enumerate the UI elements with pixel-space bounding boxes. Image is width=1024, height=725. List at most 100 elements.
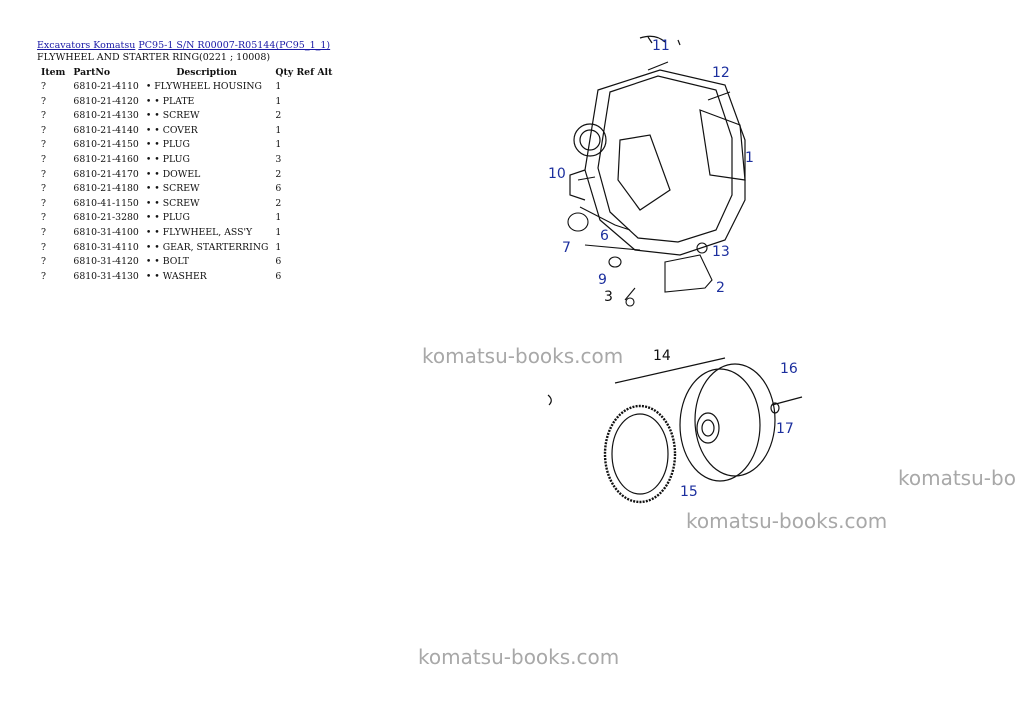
cell-description: • • COVER [145,124,198,136]
callout-label: 11 [652,38,670,54]
cell-partno: 6810-21-4160 [73,153,139,165]
callout-label: 17 [776,421,794,437]
parts-table: Item PartNo Description Qty Ref Alt ? 681… [37,66,336,284]
watermark: komatsu-books.com [686,509,888,533]
cell-description: • • SCREW [145,110,200,122]
callout-labels: 11 12 1 10 7 6 13 9 2 3 14 16 17 15 [548,38,798,500]
col-header-description: Description [176,67,237,78]
cell-partno: 6810-41-1150 [73,197,139,209]
cell-qty: 1 [275,95,282,107]
col-header-ref: Ref [296,67,315,78]
table-row: ? 6810-21-4110 • FLYWHEEL HOUSING 1 [37,80,336,95]
watermark: komatsu-books.com [422,344,624,368]
table-row: ? 6810-21-4160 • • PLUG 3 [37,153,336,168]
cell-description: • • PLUG [145,139,190,151]
cell-description: • • FLYWHEEL, ASS'Y [145,226,253,238]
cell-description: • • GEAR, STARTERRING [145,241,269,253]
watermark: komatsu-bo [898,466,1016,490]
callout-label: 2 [716,280,725,296]
small-parts-drawing [567,61,731,307]
table-row: ? 6810-31-4100 • • FLYWHEEL, ASS'Y 1 [37,226,336,241]
breadcrumb: Excavators Komatsu PC95-1 S/N R00007-R05… [37,40,330,52]
breadcrumb-link-model[interactable]: PC95-1 S/N R00007-R05144(PC95_1_1) [138,40,331,51]
cell-qty: 3 [275,153,282,165]
cell-item: ? [41,81,46,92]
table-row: ? 6810-41-1150 • • SCREW 2 [37,197,336,212]
cell-description: • • BOLT [145,256,189,268]
cell-qty: 2 [275,197,282,209]
cell-item: ? [41,197,46,209]
col-header-partno: PartNo [73,67,111,78]
cell-partno: 6810-21-4130 [73,110,139,122]
callout-label: 12 [712,65,730,81]
cell-partno: 6810-21-4150 [73,139,139,151]
cell-description: • FLYWHEEL HOUSING [145,81,262,92]
page-title: FLYWHEEL AND STARTER RING(0221 ; 10008) [37,52,271,63]
breadcrumb-link-category[interactable]: Excavators Komatsu [37,40,136,51]
cell-item: ? [41,241,46,253]
cell-item: ? [41,139,46,151]
callout-label: 1 [745,150,754,166]
cell-qty: 1 [275,139,282,151]
watermark: komatsu-books.com [418,645,620,669]
cell-partno: 6810-21-4110 [73,81,139,92]
cell-qty: 6 [275,270,282,282]
cell-description: • • SCREW [145,183,200,195]
table-row: ? 6810-21-4150 • • PLUG 1 [37,138,336,153]
cell-partno: 6810-21-4170 [73,168,139,180]
table-row: ? 6810-21-4180 • • SCREW 6 [37,182,336,197]
cell-item: ? [41,153,46,165]
cell-partno: 6810-21-4140 [73,124,139,136]
col-header-item: Item [41,67,66,78]
cell-qty: 6 [275,256,282,268]
cell-description: • • PLUG [145,212,190,224]
cell-item: ? [41,256,46,268]
cell-qty: 1 [275,226,282,238]
cell-item: ? [41,124,46,136]
callout-label: 15 [680,484,698,500]
cell-qty: 6 [275,183,282,195]
callout-label: 9 [598,272,607,288]
cell-description: • • DOWEL [145,168,201,180]
col-header-qty: Qty [275,67,294,78]
cell-description: • • PLATE [145,95,195,107]
cell-item: ? [41,212,46,224]
callout-label: 16 [780,361,798,377]
cell-item: ? [41,110,46,122]
cell-partno: 6810-31-4110 [73,241,139,253]
flywheel-drawing [547,357,803,504]
callout-label: 3 [604,289,613,305]
table-row: ? 6810-31-4120 • • BOLT 6 [37,255,336,270]
cell-qty: 1 [275,241,282,253]
cell-description: • • SCREW [145,197,200,209]
cell-partno: 6810-21-4180 [73,183,139,195]
cell-description: • • WASHER [145,270,207,282]
cell-partno: 6810-31-4100 [73,226,139,238]
callout-label: 14 [653,348,671,364]
cell-qty: 1 [275,81,282,92]
cell-qty: 2 [275,110,282,122]
callout-label: 13 [712,244,730,260]
cell-item: ? [41,95,46,107]
cell-qty: 1 [275,124,282,136]
callout-label: 6 [600,228,609,244]
table-header-row: Item PartNo Description Qty Ref Alt [37,66,336,80]
flywheel-housing-drawing [569,35,746,256]
cell-item: ? [41,226,46,238]
callout-label: 10 [548,166,566,182]
col-header-qty-ref-alt: Qty Ref Alt [271,66,336,80]
callout-label: 7 [562,240,571,256]
table-row: ? 6810-21-4130 • • SCREW 2 [37,109,336,124]
cell-partno: 6810-31-4120 [73,256,139,268]
cell-qty: 1 [275,212,282,224]
cell-description: • • PLUG [145,153,190,165]
cell-partno: 6810-21-3280 [73,212,139,224]
col-header-alt: Alt [317,67,333,78]
cell-item: ? [41,183,46,195]
parts-diagram: 11 12 1 10 7 6 13 9 2 3 14 16 17 15 [547,35,803,504]
cell-qty: 2 [275,168,282,180]
cell-item: ? [41,270,46,282]
table-row: ? 6810-21-4140 • • COVER 1 [37,124,336,139]
